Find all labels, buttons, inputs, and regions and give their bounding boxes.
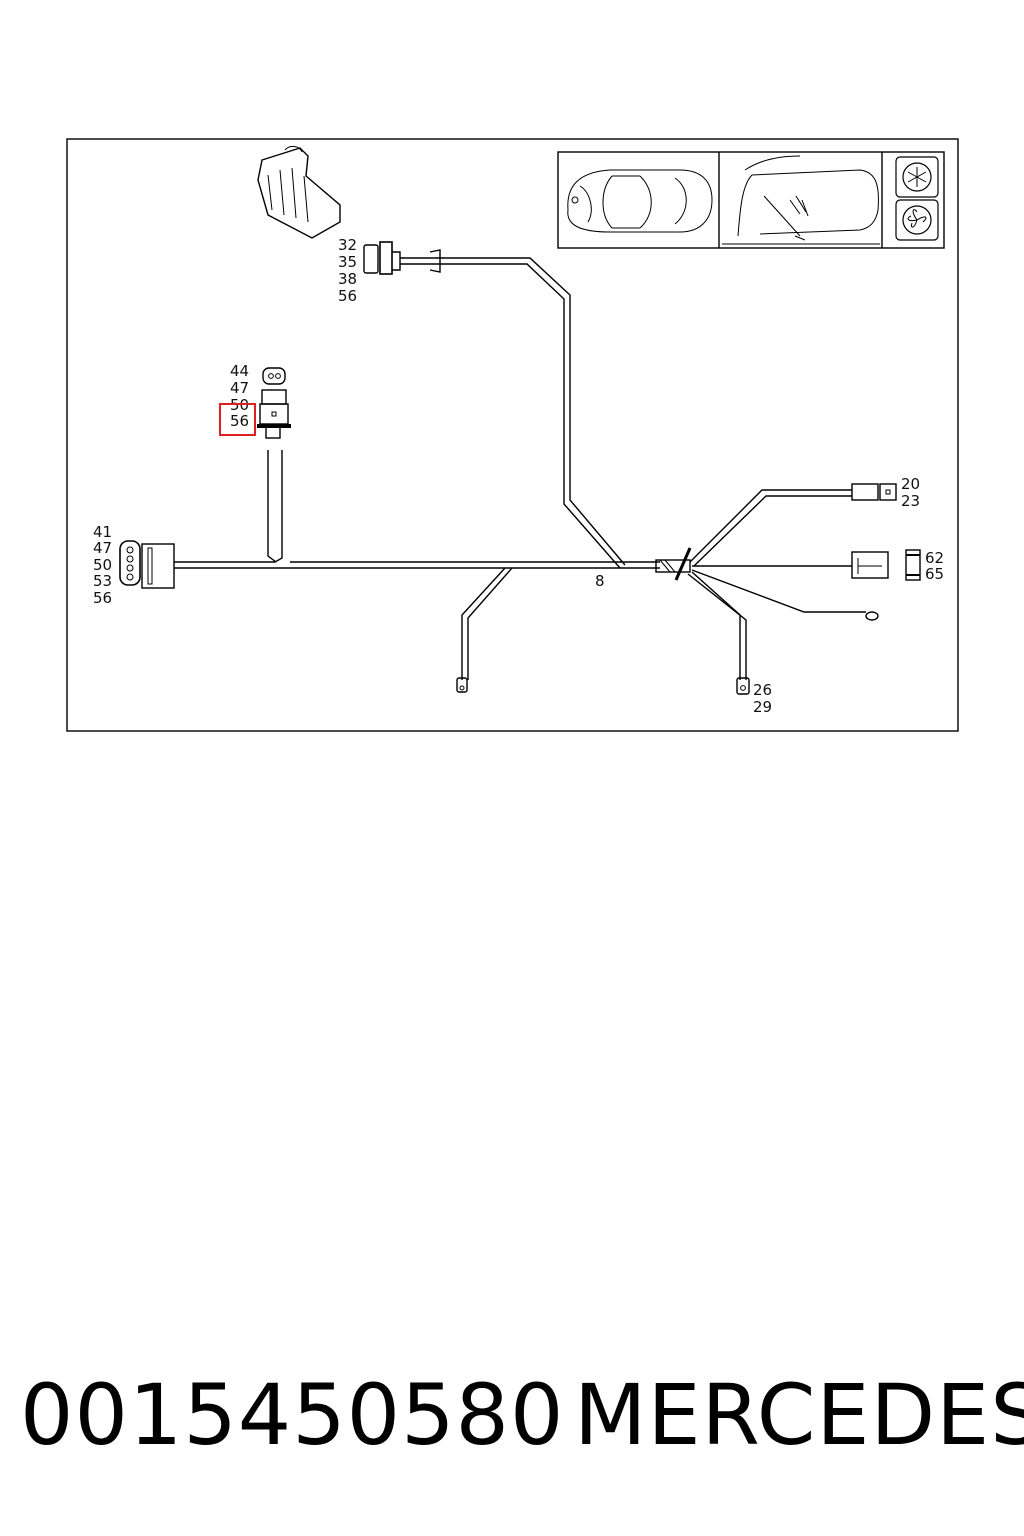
svg-text:62: 62 — [925, 549, 944, 567]
svg-text:47: 47 — [93, 539, 112, 557]
snowflake-icon — [895, 156, 939, 198]
callouts-left-connector: 41 47 50 53 56 — [93, 523, 112, 607]
callouts-right-mid: 62 65 — [925, 549, 944, 583]
svg-text:38: 38 — [338, 270, 357, 288]
svg-text:56: 56 — [93, 589, 112, 607]
svg-text:56: 56 — [230, 412, 249, 430]
callout-harness: 8 — [595, 572, 605, 590]
svg-text:41: 41 — [93, 523, 112, 541]
fan-icon — [895, 199, 939, 241]
callouts-switch-connector: 44 47 50 56 — [230, 362, 249, 430]
right-top-connector-icon — [851, 483, 897, 501]
svg-text:53: 53 — [93, 572, 112, 590]
wiring-diagram: 32 35 38 56 44 47 50 56 41 47 50 53 56 2… — [66, 138, 959, 732]
svg-text:23: 23 — [901, 492, 920, 510]
inset-panels — [557, 151, 945, 249]
svg-text:29: 29 — [753, 698, 772, 716]
svg-text:65: 65 — [925, 565, 944, 583]
module-housing-icon — [257, 145, 341, 239]
svg-text:26: 26 — [753, 681, 772, 699]
svg-text:20: 20 — [901, 475, 920, 493]
brand-name: MERCEDES — [574, 1366, 1024, 1464]
diagram-frame — [66, 138, 959, 732]
part-number: 0015450580 — [20, 1366, 565, 1464]
svg-text:35: 35 — [338, 253, 357, 271]
interior-windshield-icon — [722, 155, 880, 245]
callouts-right-top: 20 23 — [901, 475, 920, 510]
grommet-icon — [655, 547, 692, 581]
svg-text:50: 50 — [93, 556, 112, 574]
ring-terminal-icon — [456, 611, 879, 695]
wire-harness — [174, 257, 866, 680]
right-mid-connector-icon — [851, 549, 921, 581]
top-connector-icon — [363, 241, 441, 275]
car-topview-icon — [567, 169, 713, 233]
callouts-bottom-right: 26 29 — [753, 681, 772, 716]
svg-text:56: 56 — [338, 287, 357, 305]
left-connector-icon — [119, 540, 175, 589]
svg-text:44: 44 — [230, 362, 249, 380]
callouts-top-connector: 32 35 38 56 — [338, 236, 357, 305]
switch-connector-icon — [257, 367, 291, 439]
highlight-box — [219, 403, 256, 436]
footer: 0015450580 MERCEDES — [0, 1360, 1024, 1480]
svg-text:32: 32 — [338, 236, 357, 254]
svg-text:47: 47 — [230, 379, 249, 397]
